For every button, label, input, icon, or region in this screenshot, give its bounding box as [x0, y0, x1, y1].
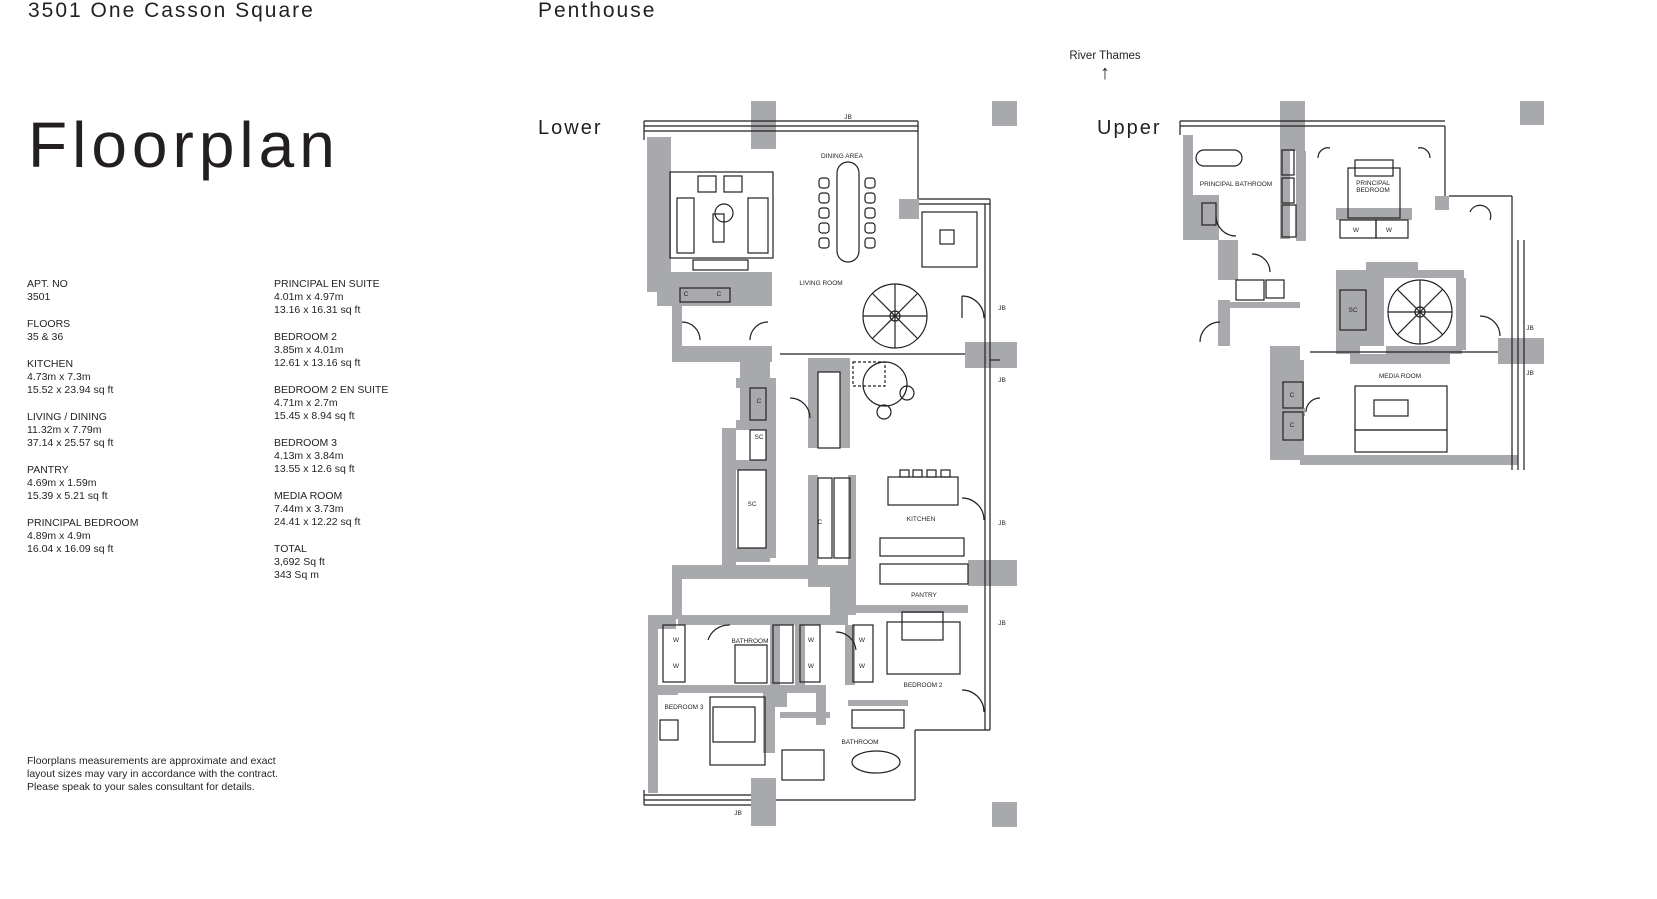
mark-jb: JB: [1526, 370, 1534, 377]
room-bedroom-2: BEDROOM 2: [903, 682, 942, 689]
mark-w: W: [808, 663, 815, 670]
room-dining-area: DINING AREA: [821, 153, 864, 160]
mark-jb: JB: [998, 305, 1006, 312]
mark-w: W: [859, 637, 866, 644]
mark-c: C: [1290, 422, 1295, 429]
address-heading: 3501 One Casson Square: [28, 0, 315, 22]
mark-jb: JB: [998, 620, 1006, 627]
lower-marks: C C C SC SC C W W W W W W JB JB JB JB JB…: [673, 114, 1006, 817]
room-kitchen: KITCHEN: [907, 516, 936, 523]
mark-jb: JB: [1526, 325, 1534, 332]
disclaimer: Floorplans measurements are approximate …: [27, 755, 278, 793]
mark-w: W: [1386, 227, 1393, 234]
room-pantry: PANTRY: [911, 592, 937, 599]
room-bathroom-b: BATHROOM: [841, 739, 878, 746]
upper-floorplan: [1183, 101, 1544, 465]
room-principal-bedroom-line2: BEDROOM: [1356, 187, 1390, 194]
mark-w: W: [859, 663, 866, 670]
page-title: Floorplan: [28, 109, 340, 181]
mark-jb: JB: [844, 114, 852, 121]
compass-label: River Thames: [1069, 50, 1141, 62]
compass: River Thames ↑: [1055, 50, 1155, 83]
room-bedroom-3: BEDROOM 3: [664, 704, 703, 711]
room-principal-bedroom-line1: PRINCIPAL: [1356, 180, 1390, 187]
mark-w: W: [673, 637, 680, 644]
unit-type-heading: Penthouse: [538, 0, 657, 22]
room-bathroom-a: BATHROOM: [731, 638, 768, 645]
level-upper-label: Upper: [1097, 117, 1162, 139]
mark-c: C: [1290, 392, 1295, 399]
lower-room-labels: DINING AREA LIVING ROOM KITCHEN PANTRY B…: [664, 153, 942, 746]
mark-w: W: [808, 637, 815, 644]
mark-c: C: [717, 291, 722, 298]
room-principal-bathroom: PRINCIPAL BATHROOM: [1200, 181, 1272, 188]
mark-w: W: [1353, 227, 1360, 234]
mark-sc: SC: [747, 501, 756, 508]
mark-c: C: [818, 519, 823, 526]
mark-sc: SC: [1348, 307, 1357, 314]
mark-c: C: [757, 398, 762, 405]
level-lower-label: Lower: [538, 117, 603, 139]
lower-lines: [643, 120, 1000, 806]
upper-lines: [1179, 120, 1525, 470]
mark-c: C: [684, 291, 689, 298]
mark-jb: JB: [734, 810, 742, 817]
mark-jb: JB: [998, 377, 1006, 384]
room-living-room: LIVING ROOM: [799, 280, 842, 287]
room-media-room: MEDIA ROOM: [1379, 373, 1421, 380]
mark-sc: SC: [754, 434, 763, 441]
mark-w: W: [673, 663, 680, 670]
lower-floorplan: [647, 101, 1017, 827]
upper-room-labels: PRINCIPAL BATHROOM PRINCIPAL BEDROOM MED…: [1200, 180, 1534, 429]
north-arrow-icon: ↑: [1100, 62, 1110, 84]
mark-jb: JB: [998, 520, 1006, 527]
